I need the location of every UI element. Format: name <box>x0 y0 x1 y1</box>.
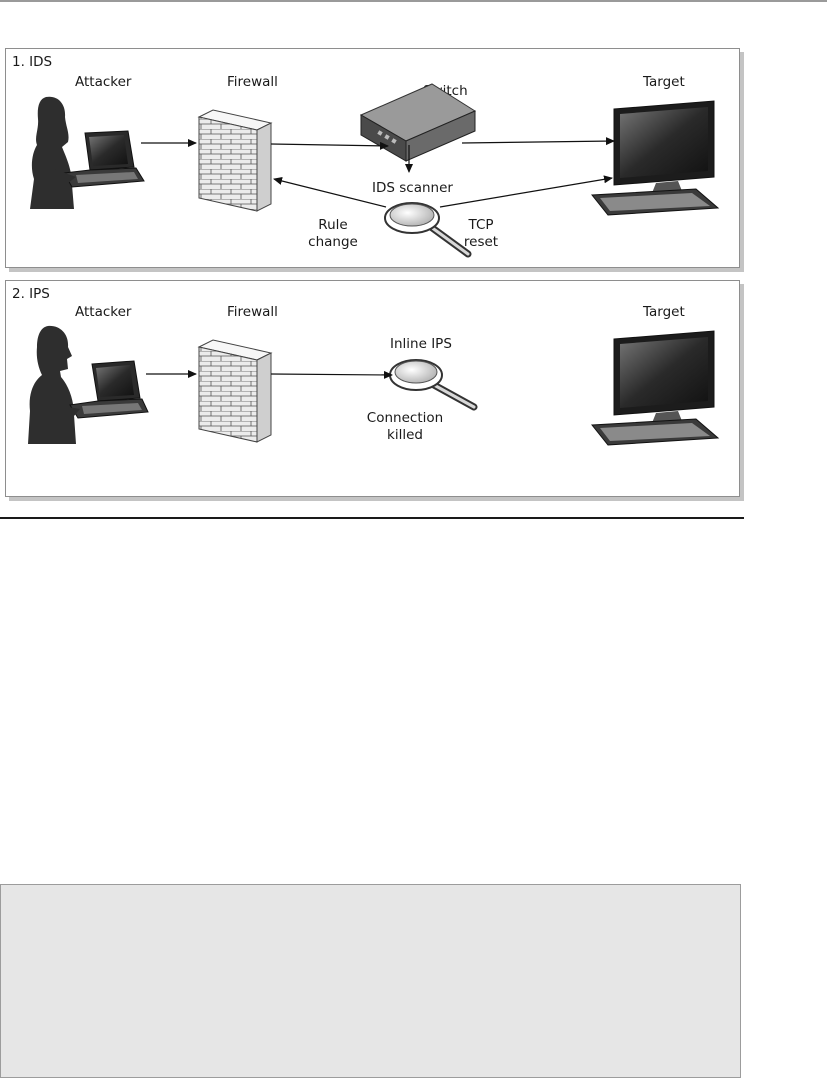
ips-connection-label-2: killed <box>387 427 423 443</box>
ids-panel: 1. IDS Attacker Firewall Switch Target I… <box>5 48 740 268</box>
section-rule <box>0 517 744 519</box>
ips-diagram: 2. IPS Attacker Firewall Target Inline I… <box>12 286 720 446</box>
ips-inline-label: Inline IPS <box>390 336 452 352</box>
shaded-box <box>0 884 741 1078</box>
ids-scanner-label: IDS scanner <box>372 180 453 196</box>
ips-panel: 2. IPS Attacker Firewall Target Inline I… <box>5 280 740 497</box>
ids-title: 1. IDS <box>12 54 52 70</box>
firewall-icon <box>197 339 273 443</box>
ips-attacker-label: Attacker <box>75 304 132 320</box>
arrow-scanner-to-target <box>439 175 613 208</box>
ips-connection-label-1: Connection <box>367 410 443 426</box>
ids-rule-label-2: change <box>308 234 358 250</box>
ids-rule-label-1: Rule <box>318 217 347 233</box>
arrow-firewall-to-ips <box>270 370 393 379</box>
firewall-icon <box>197 109 273 212</box>
attacker-female-icon <box>30 96 145 209</box>
arrow-scanner-to-firewall <box>273 177 387 208</box>
top-rule <box>0 0 827 2</box>
arrow-switch-to-target <box>461 137 615 146</box>
target-computer-icon <box>591 330 720 446</box>
ids-attacker-label: Attacker <box>75 74 132 90</box>
ids-tcp-label-2: reset <box>464 234 498 250</box>
ids-target-label: Target <box>642 74 685 90</box>
ids-arrows <box>141 137 615 208</box>
inline-ips-magnifier-icon <box>389 359 478 411</box>
switch-icon <box>359 83 477 162</box>
arrow-firewall-to-switch <box>270 141 389 150</box>
ips-arrows <box>146 370 393 379</box>
ids-firewall-label: Firewall <box>227 74 278 90</box>
ips-target-label: Target <box>642 304 685 320</box>
ips-title: 2. IPS <box>12 286 50 302</box>
attacker-male-icon <box>28 325 149 444</box>
ips-firewall-label: Firewall <box>227 304 278 320</box>
ids-diagram: 1. IDS Attacker Firewall Switch Target I… <box>12 54 720 258</box>
ids-tcp-label-1: TCP <box>467 217 493 233</box>
ids-scanner-magnifier-icon <box>384 202 472 258</box>
target-computer-icon <box>591 100 720 216</box>
